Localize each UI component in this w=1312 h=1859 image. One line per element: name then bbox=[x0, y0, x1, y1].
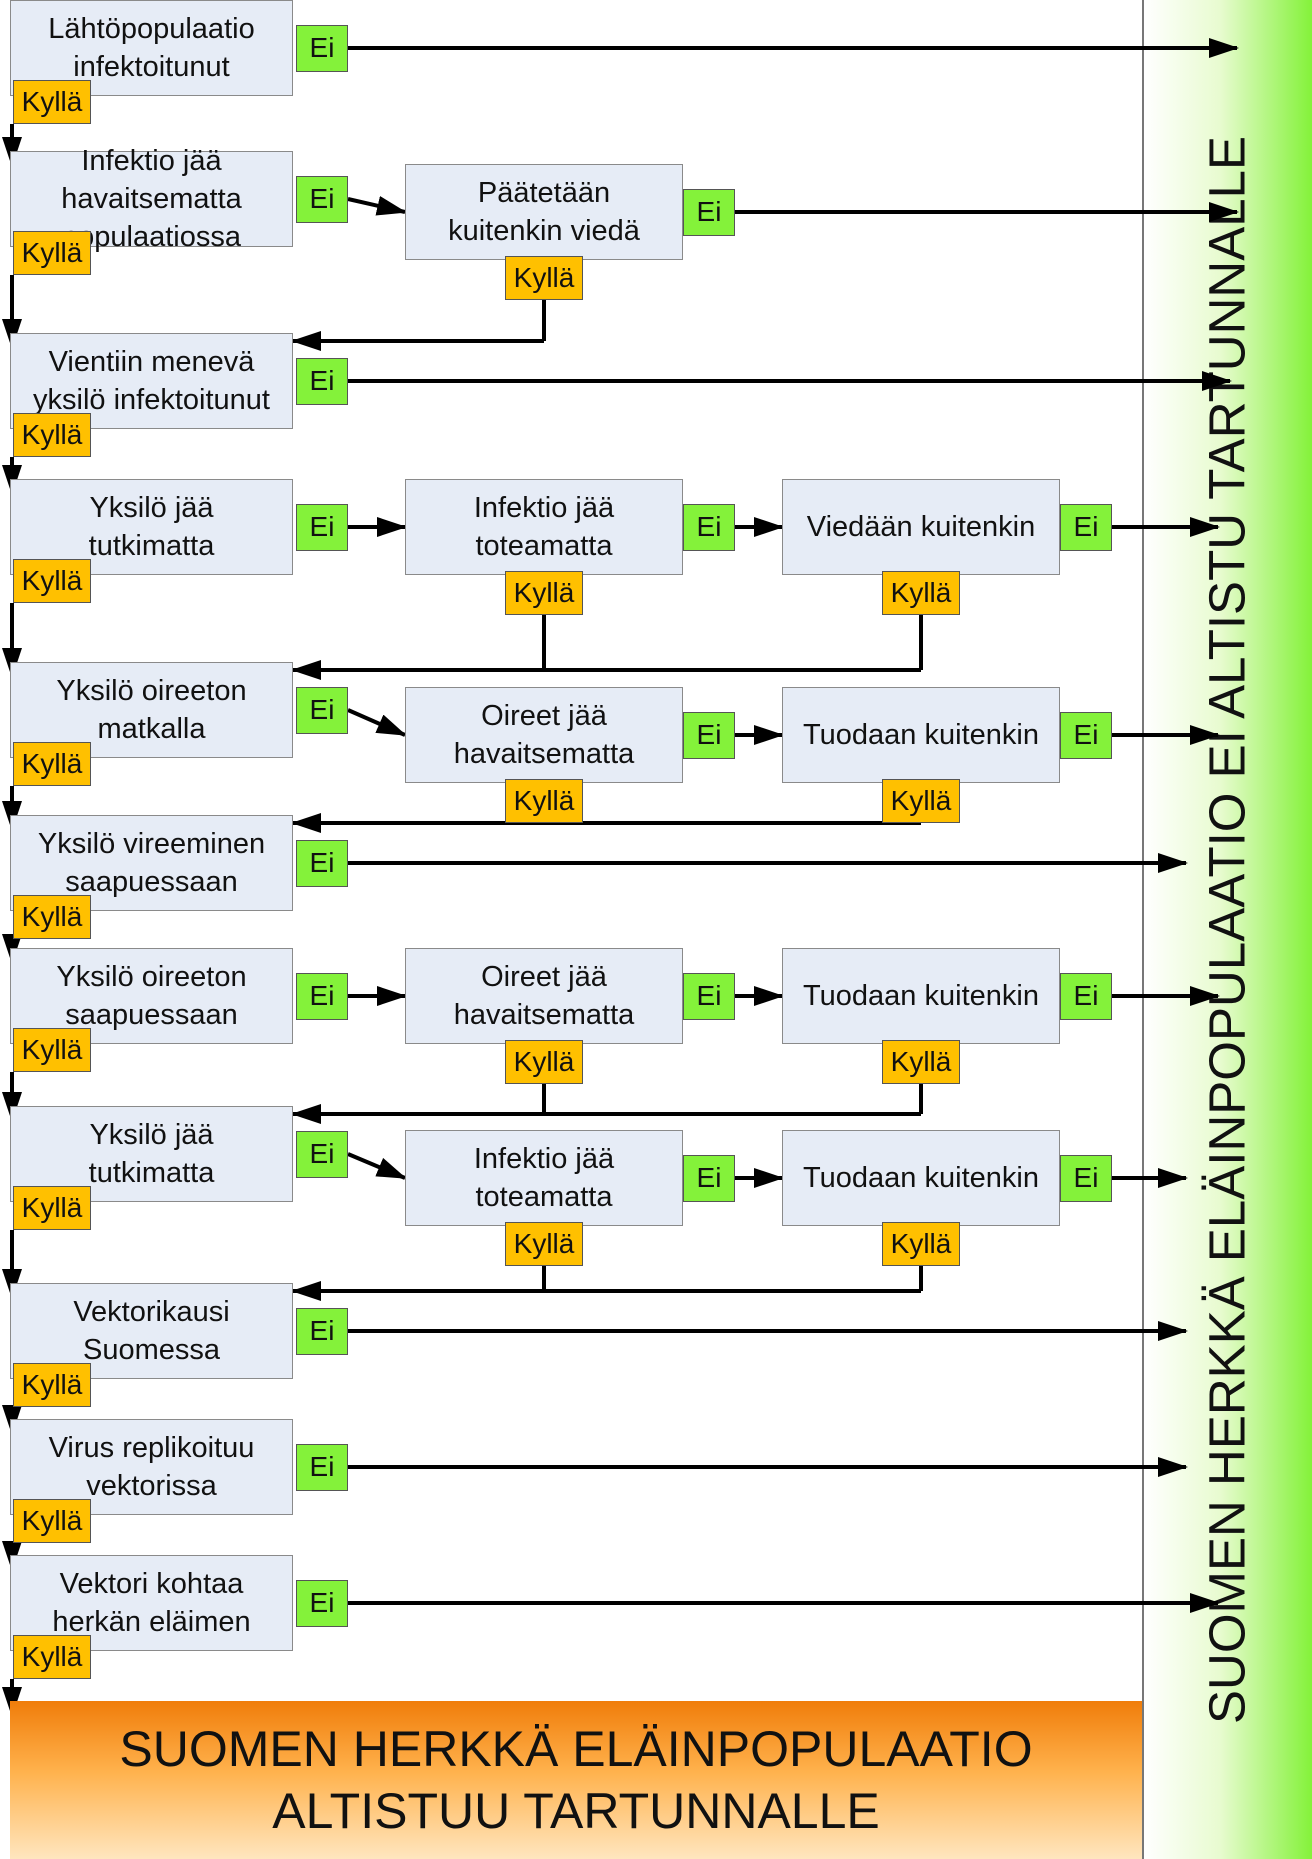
yes-branch-tag: Kyllä bbox=[505, 256, 583, 300]
branch-box: Tuodaan kuitenkin bbox=[782, 687, 1060, 783]
no-branch-tag: Ei bbox=[296, 24, 348, 72]
branch-box: Tuodaan kuitenkin bbox=[782, 948, 1060, 1044]
branch-box: Infektio jää toteamatta bbox=[405, 479, 683, 575]
exposed-outcome-line-2: ALTISTUU TARTUNNALLE bbox=[272, 1783, 880, 1839]
no-branch-tag: Ei bbox=[296, 1443, 348, 1491]
no-to-branch-arrow bbox=[347, 708, 407, 737]
no-branch-tag: Ei bbox=[296, 503, 348, 551]
no-branch-tag: Ei bbox=[296, 839, 348, 887]
no-branch-tag: Ei bbox=[1060, 972, 1112, 1020]
yes-branch-tag: Kyllä bbox=[13, 895, 91, 939]
no-to-branch-arrow bbox=[347, 196, 407, 216]
no-branch-tag: Ei bbox=[296, 972, 348, 1020]
no-branch-tag: Ei bbox=[296, 686, 348, 734]
yes-branch-tag: Kyllä bbox=[13, 559, 91, 603]
yes-branch-tag: Kyllä bbox=[13, 413, 91, 457]
no-branch-tag: Ei bbox=[683, 972, 735, 1020]
exposed-outcome-panel: SUOMEN HERKKÄ ELÄINPOPULAATIO ALTISTUU T… bbox=[10, 1701, 1142, 1859]
no-branch-tag: Ei bbox=[1060, 1154, 1112, 1202]
no-branch-tag: Ei bbox=[683, 711, 735, 759]
yes-branch-tag: Kyllä bbox=[882, 1222, 960, 1266]
yes-branch-tag: Kyllä bbox=[882, 1040, 960, 1084]
step-box: Vektorikausi Suomessa bbox=[10, 1283, 293, 1379]
no-branch-tag: Ei bbox=[296, 357, 348, 405]
no-branch-tag: Ei bbox=[683, 1154, 735, 1202]
yes-branch-tag: Kyllä bbox=[882, 571, 960, 615]
yes-branch-tag: Kyllä bbox=[13, 1028, 91, 1072]
no-branch-tag: Ei bbox=[296, 1307, 348, 1355]
branch-box: Tuodaan kuitenkin bbox=[782, 1130, 1060, 1226]
no-to-branch-arrow bbox=[347, 1152, 407, 1180]
yes-branch-tag: Kyllä bbox=[13, 231, 91, 275]
not-exposed-outcome-panel bbox=[1142, 0, 1312, 1859]
yes-branch-tag: Kyllä bbox=[13, 1186, 91, 1230]
no-branch-tag: Ei bbox=[683, 503, 735, 551]
yes-branch-tag: Kyllä bbox=[505, 1040, 583, 1084]
step-box: Vientiin menevä yksilö infektoitunut bbox=[10, 333, 293, 429]
yes-branch-tag: Kyllä bbox=[13, 1363, 91, 1407]
no-branch-tag: Ei bbox=[683, 188, 735, 236]
branch-box: Oireet jää havaitsematta bbox=[405, 687, 683, 783]
yes-branch-tag: Kyllä bbox=[13, 1499, 91, 1543]
branch-box: Oireet jää havaitsematta bbox=[405, 948, 683, 1044]
no-branch-tag: Ei bbox=[296, 1579, 348, 1627]
branch-box: Infektio jää toteamatta bbox=[405, 1130, 683, 1226]
step-box: Yksilö jää tutkimatta bbox=[10, 1106, 293, 1202]
yes-branch-tag: Kyllä bbox=[882, 779, 960, 823]
exposed-outcome-line-1: SUOMEN HERKKÄ ELÄINPOPULAATIO bbox=[119, 1721, 1033, 1777]
yes-branch-tag: Kyllä bbox=[13, 1635, 91, 1679]
yes-branch-tag: Kyllä bbox=[505, 1222, 583, 1266]
step-box: Yksilö oireeton saapuessaan bbox=[10, 948, 293, 1044]
branch-box: Päätetään kuitenkin viedä bbox=[405, 164, 683, 260]
yes-branch-tag: Kyllä bbox=[13, 742, 91, 786]
step-box: Yksilö vireeminen saapuessaan bbox=[10, 815, 293, 911]
branch-box: Viedään kuitenkin bbox=[782, 479, 1060, 575]
no-branch-tag: Ei bbox=[1060, 503, 1112, 551]
yes-branch-tag: Kyllä bbox=[505, 571, 583, 615]
yes-branch-tag: Kyllä bbox=[505, 779, 583, 823]
no-branch-tag: Ei bbox=[296, 175, 348, 223]
yes-branch-tag: Kyllä bbox=[13, 80, 91, 124]
no-branch-tag: Ei bbox=[1060, 711, 1112, 759]
no-branch-tag: Ei bbox=[296, 1130, 348, 1178]
